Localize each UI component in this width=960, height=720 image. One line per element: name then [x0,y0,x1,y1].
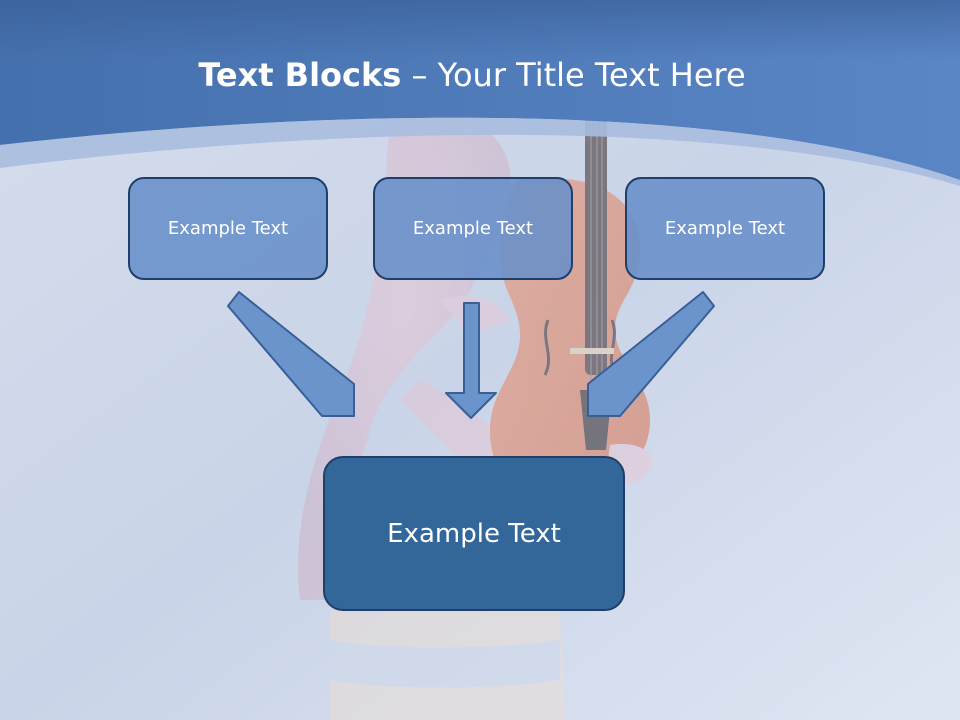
text-block-1-label: Example Text [167,218,289,239]
text-block-main[interactable]: Example Text [323,456,625,611]
arrow-left [227,291,355,417]
text-block-3[interactable]: Example Text [625,177,825,280]
arrow-center [445,302,497,419]
page-title: Text Blocks – Your Title Text Here [0,52,944,98]
text-block-main-label: Example Text [387,518,561,549]
text-block-2[interactable]: Example Text [373,177,573,280]
text-block-3-label: Example Text [664,218,786,239]
title-rest: Your Title Text Here [437,56,746,94]
text-block-1[interactable]: Example Text [128,177,328,280]
title-dash: – [401,56,438,94]
title-bold: Text Blocks [198,56,402,94]
arrow-right [587,291,715,417]
text-block-2-label: Example Text [412,218,534,239]
